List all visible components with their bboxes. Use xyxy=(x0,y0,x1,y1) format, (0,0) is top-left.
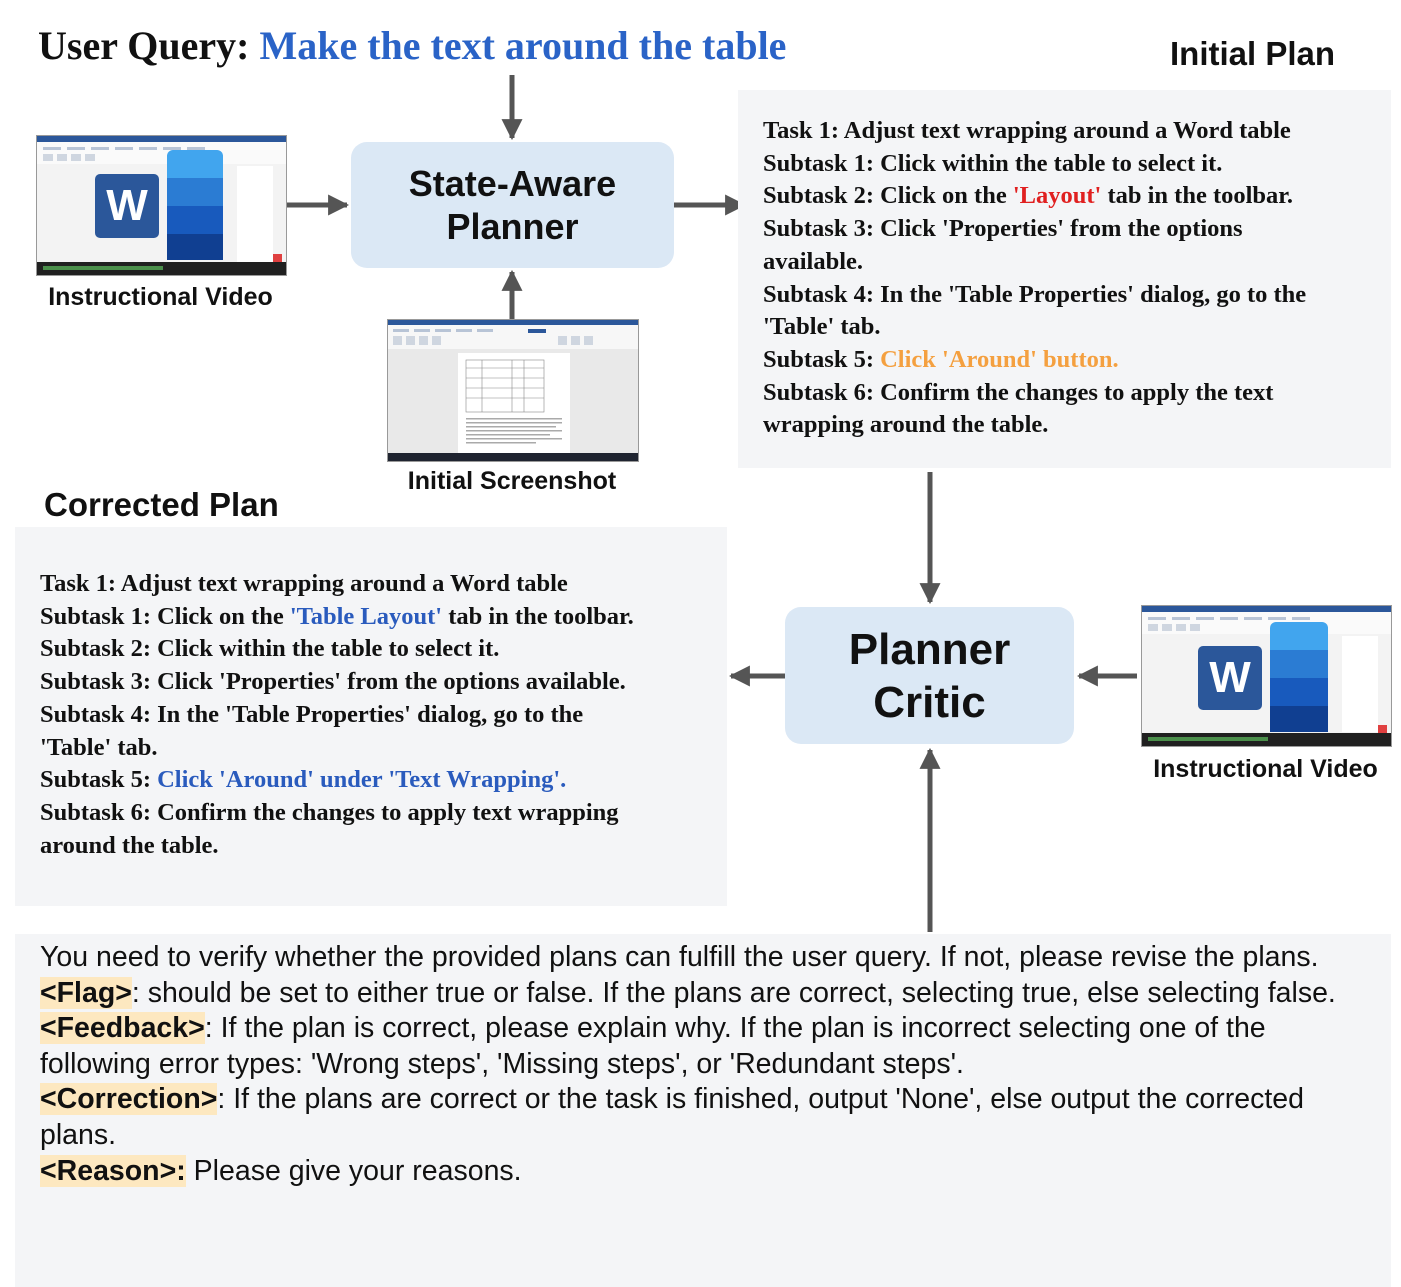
prompt-reason: <Reason>: Please give your reasons. xyxy=(40,1154,1375,1190)
instructional-video-thumbnail-bottom: W xyxy=(1141,605,1392,747)
prompt-feedback: <Feedback>: If the plan is correct, plea… xyxy=(40,1011,1375,1082)
reason-tag: <Reason>: xyxy=(40,1154,186,1187)
video-frame-bottom xyxy=(1142,606,1391,746)
instructional-video-thumbnail-top: W xyxy=(36,135,287,276)
prompt-correction: <Correction>: If the plans are correct o… xyxy=(40,1082,1375,1153)
subtask-1-suffix: tab in the toolbar. xyxy=(442,602,634,630)
corrected-plan-text: Task 1: Adjust text wrapping around a Wo… xyxy=(40,568,720,862)
flag-text: : should be set to either true or false.… xyxy=(131,976,1336,1009)
corrected-plan-subtask-4a: Subtask 4: In the 'Table Properties' dia… xyxy=(40,700,584,728)
initial-plan-subtask-2: Subtask 2: Click on the 'Layout' tab in … xyxy=(763,180,1383,213)
subtask-5-highlight: Click 'Around' button. xyxy=(880,345,1119,373)
critic-prompt-panel xyxy=(15,934,1391,1287)
critic-label-line1: Planner xyxy=(848,624,1011,674)
user-query-prefix: User Query: xyxy=(38,23,260,68)
screenshot-frame xyxy=(388,320,638,461)
initial-plan-subtask-4b: 'Table' tab. xyxy=(763,313,881,341)
instructional-video-caption-bottom: Instructional Video xyxy=(1153,755,1378,783)
critic-prompt-text: You need to verify whether the provided … xyxy=(40,940,1375,1189)
corrected-plan-subtask-2: Subtask 2: Click within the table to sel… xyxy=(40,635,500,663)
initial-plan-subtask-3b: available. xyxy=(763,247,864,275)
initial-plan-panel xyxy=(738,90,1391,468)
corrected-plan-subtask-6b: around the table. xyxy=(40,831,219,859)
flag-tag: <Flag> xyxy=(40,976,132,1009)
correction-tag: <Correction> xyxy=(40,1083,218,1116)
initial-plan-text: Task 1: Adjust text wrapping around a Wo… xyxy=(763,115,1383,442)
reason-text: Please give your reasons. xyxy=(185,1154,522,1187)
corrected-plan-subtask-5: Subtask 5: Click 'Around' under 'Text Wr… xyxy=(40,764,720,797)
initial-plan-subtask-1: Subtask 1: Click within the table to sel… xyxy=(763,149,1223,177)
word-logo-icon: W xyxy=(1209,653,1251,702)
initial-screenshot-thumbnail xyxy=(387,319,639,462)
corrected-plan-subtask-6a: Subtask 6: Confirm the changes to apply … xyxy=(40,798,619,826)
subtask-2-highlight: 'Layout' xyxy=(1012,182,1102,210)
word-logo-icon: W xyxy=(106,181,148,230)
instructional-video-caption-top: Instructional Video xyxy=(48,283,273,311)
initial-plan-subtask-5: Subtask 5: Click 'Around' button. xyxy=(763,344,1383,377)
corrected-plan-panel xyxy=(15,527,727,906)
initial-plan-task: Task 1: Adjust text wrapping around a Wo… xyxy=(763,117,1291,144)
corrected-plan-task: Task 1: Adjust text wrapping around a Wo… xyxy=(40,570,568,597)
feedback-text: : If the plan is correct, please explain… xyxy=(40,1012,1266,1080)
initial-plan-subtask-6a: Subtask 6: Confirm the changes to apply … xyxy=(763,378,1274,406)
video-frame-top xyxy=(37,136,286,275)
subtask-2-suffix: tab in the toolbar. xyxy=(1101,182,1294,210)
subtask-2-prefix: Subtask 2: Click on the xyxy=(763,182,1013,210)
prompt-flag: <Flag>: should be set to either true or … xyxy=(40,976,1375,1012)
corrected-plan-heading: Corrected Plan xyxy=(44,486,279,523)
subtask-5-prefix: Subtask 5: xyxy=(763,345,881,373)
user-query: User Query: Make the text around the tab… xyxy=(38,22,786,69)
planner-label-line2: Planner xyxy=(446,206,579,247)
subtask-1-highlight: 'Table Layout' xyxy=(289,602,443,630)
initial-plan-subtask-3a: Subtask 3: Click 'Properties' from the o… xyxy=(763,215,1243,243)
critic-label-line2: Critic xyxy=(873,677,986,727)
corrected-plan-subtask-4b: 'Table' tab. xyxy=(40,733,158,761)
initial-plan-subtask-6b: wrapping around the table. xyxy=(763,411,1049,439)
feedback-tag: <Feedback> xyxy=(40,1012,205,1045)
corrected-plan-subtask-1: Subtask 1: Click on the 'Table Layout' t… xyxy=(40,601,720,634)
initial-screenshot-caption: Initial Screenshot xyxy=(407,467,617,495)
initial-plan-heading: Initial Plan xyxy=(1170,35,1336,72)
planner-label-line1: State-Aware xyxy=(408,163,617,204)
correction-text: : If the plans are correct or the task i… xyxy=(40,1083,1304,1151)
user-query-text: Make the text around the table xyxy=(259,23,787,68)
corrected-plan-subtask-3: Subtask 3: Click 'Properties' from the o… xyxy=(40,668,626,696)
prompt-intro: You need to verify whether the provided … xyxy=(40,941,1319,973)
initial-plan-subtask-4a: Subtask 4: In the 'Table Properties' dia… xyxy=(763,280,1307,308)
subtask-1-prefix: Subtask 1: Click on the xyxy=(40,602,290,630)
subtask-5-prefix: Subtask 5: xyxy=(40,766,158,794)
subtask-5-highlight: Click 'Around' under 'Text Wrapping'. xyxy=(157,766,567,794)
